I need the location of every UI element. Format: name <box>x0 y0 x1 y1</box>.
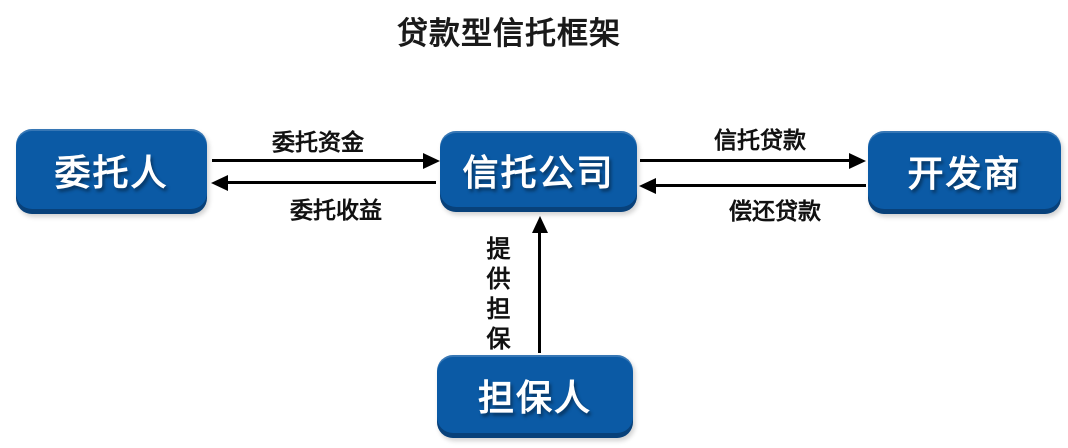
node-trust-company: 信托公司 <box>440 131 637 212</box>
edge-repay-loan-line <box>656 184 866 187</box>
edge-trust-loan-line <box>640 159 850 162</box>
edge-provide-guarantee-line <box>538 232 541 353</box>
edge-entrust-funds-arrowhead-right-icon <box>423 152 440 169</box>
edge-repay-loan-arrowhead-left-icon <box>639 177 656 194</box>
edge-trust-loan-arrowhead-right-icon <box>849 152 866 169</box>
edge-repay-loan-label: 偿还贷款 <box>729 198 821 224</box>
edge-provide-guarantee-arrowhead-up-icon <box>531 216 548 233</box>
edge-entrust-returns-line <box>228 181 436 184</box>
node-trustor-label: 委托人 <box>54 151 169 193</box>
node-guarantor: 担保人 <box>437 355 633 438</box>
node-trustor: 委托人 <box>16 129 207 214</box>
node-developer: 开发商 <box>868 131 1061 214</box>
edge-trust-loan-label: 信托贷款 <box>714 127 806 153</box>
edge-entrust-returns-label: 委托收益 <box>290 197 382 223</box>
edge-provide-guarantee-label: 提供担保 <box>482 236 509 356</box>
edge-entrust-returns-arrowhead-left-icon <box>211 174 228 191</box>
node-developer-label: 开发商 <box>907 152 1022 194</box>
node-guarantor-label: 担保人 <box>477 376 592 418</box>
edge-entrust-funds-line <box>212 159 424 162</box>
node-trust-company-label: 信托公司 <box>462 151 615 193</box>
diagram-title: 贷款型信托框架 <box>397 16 621 51</box>
edge-entrust-funds-label: 委托资金 <box>272 129 364 155</box>
